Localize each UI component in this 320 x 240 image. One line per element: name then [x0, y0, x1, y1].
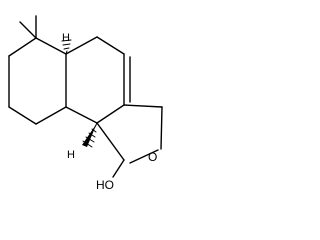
bond — [8, 106, 37, 125]
bond — [160, 106, 163, 150]
hashed-bond — [61, 39, 72, 55]
bond — [112, 159, 125, 178]
bond — [123, 104, 163, 108]
bond — [65, 36, 98, 55]
hydrogen-label-bottom: H — [67, 149, 75, 161]
bond — [65, 106, 98, 124]
bond — [96, 36, 125, 55]
skeletal-formula: H H O HO — [8, 15, 163, 192]
hydroxyl-label: HO — [96, 178, 114, 192]
bond — [35, 106, 67, 125]
oxygen-label: O — [148, 150, 157, 164]
bond — [35, 37, 67, 55]
bond — [129, 149, 159, 164]
wedge-bond — [82, 123, 97, 147]
methyl-bond — [19, 21, 37, 39]
bond — [96, 104, 125, 124]
bond — [8, 37, 37, 57]
bond — [96, 122, 125, 161]
hashed-bond — [82, 122, 98, 148]
hydrogen-label-top: H — [62, 32, 70, 44]
